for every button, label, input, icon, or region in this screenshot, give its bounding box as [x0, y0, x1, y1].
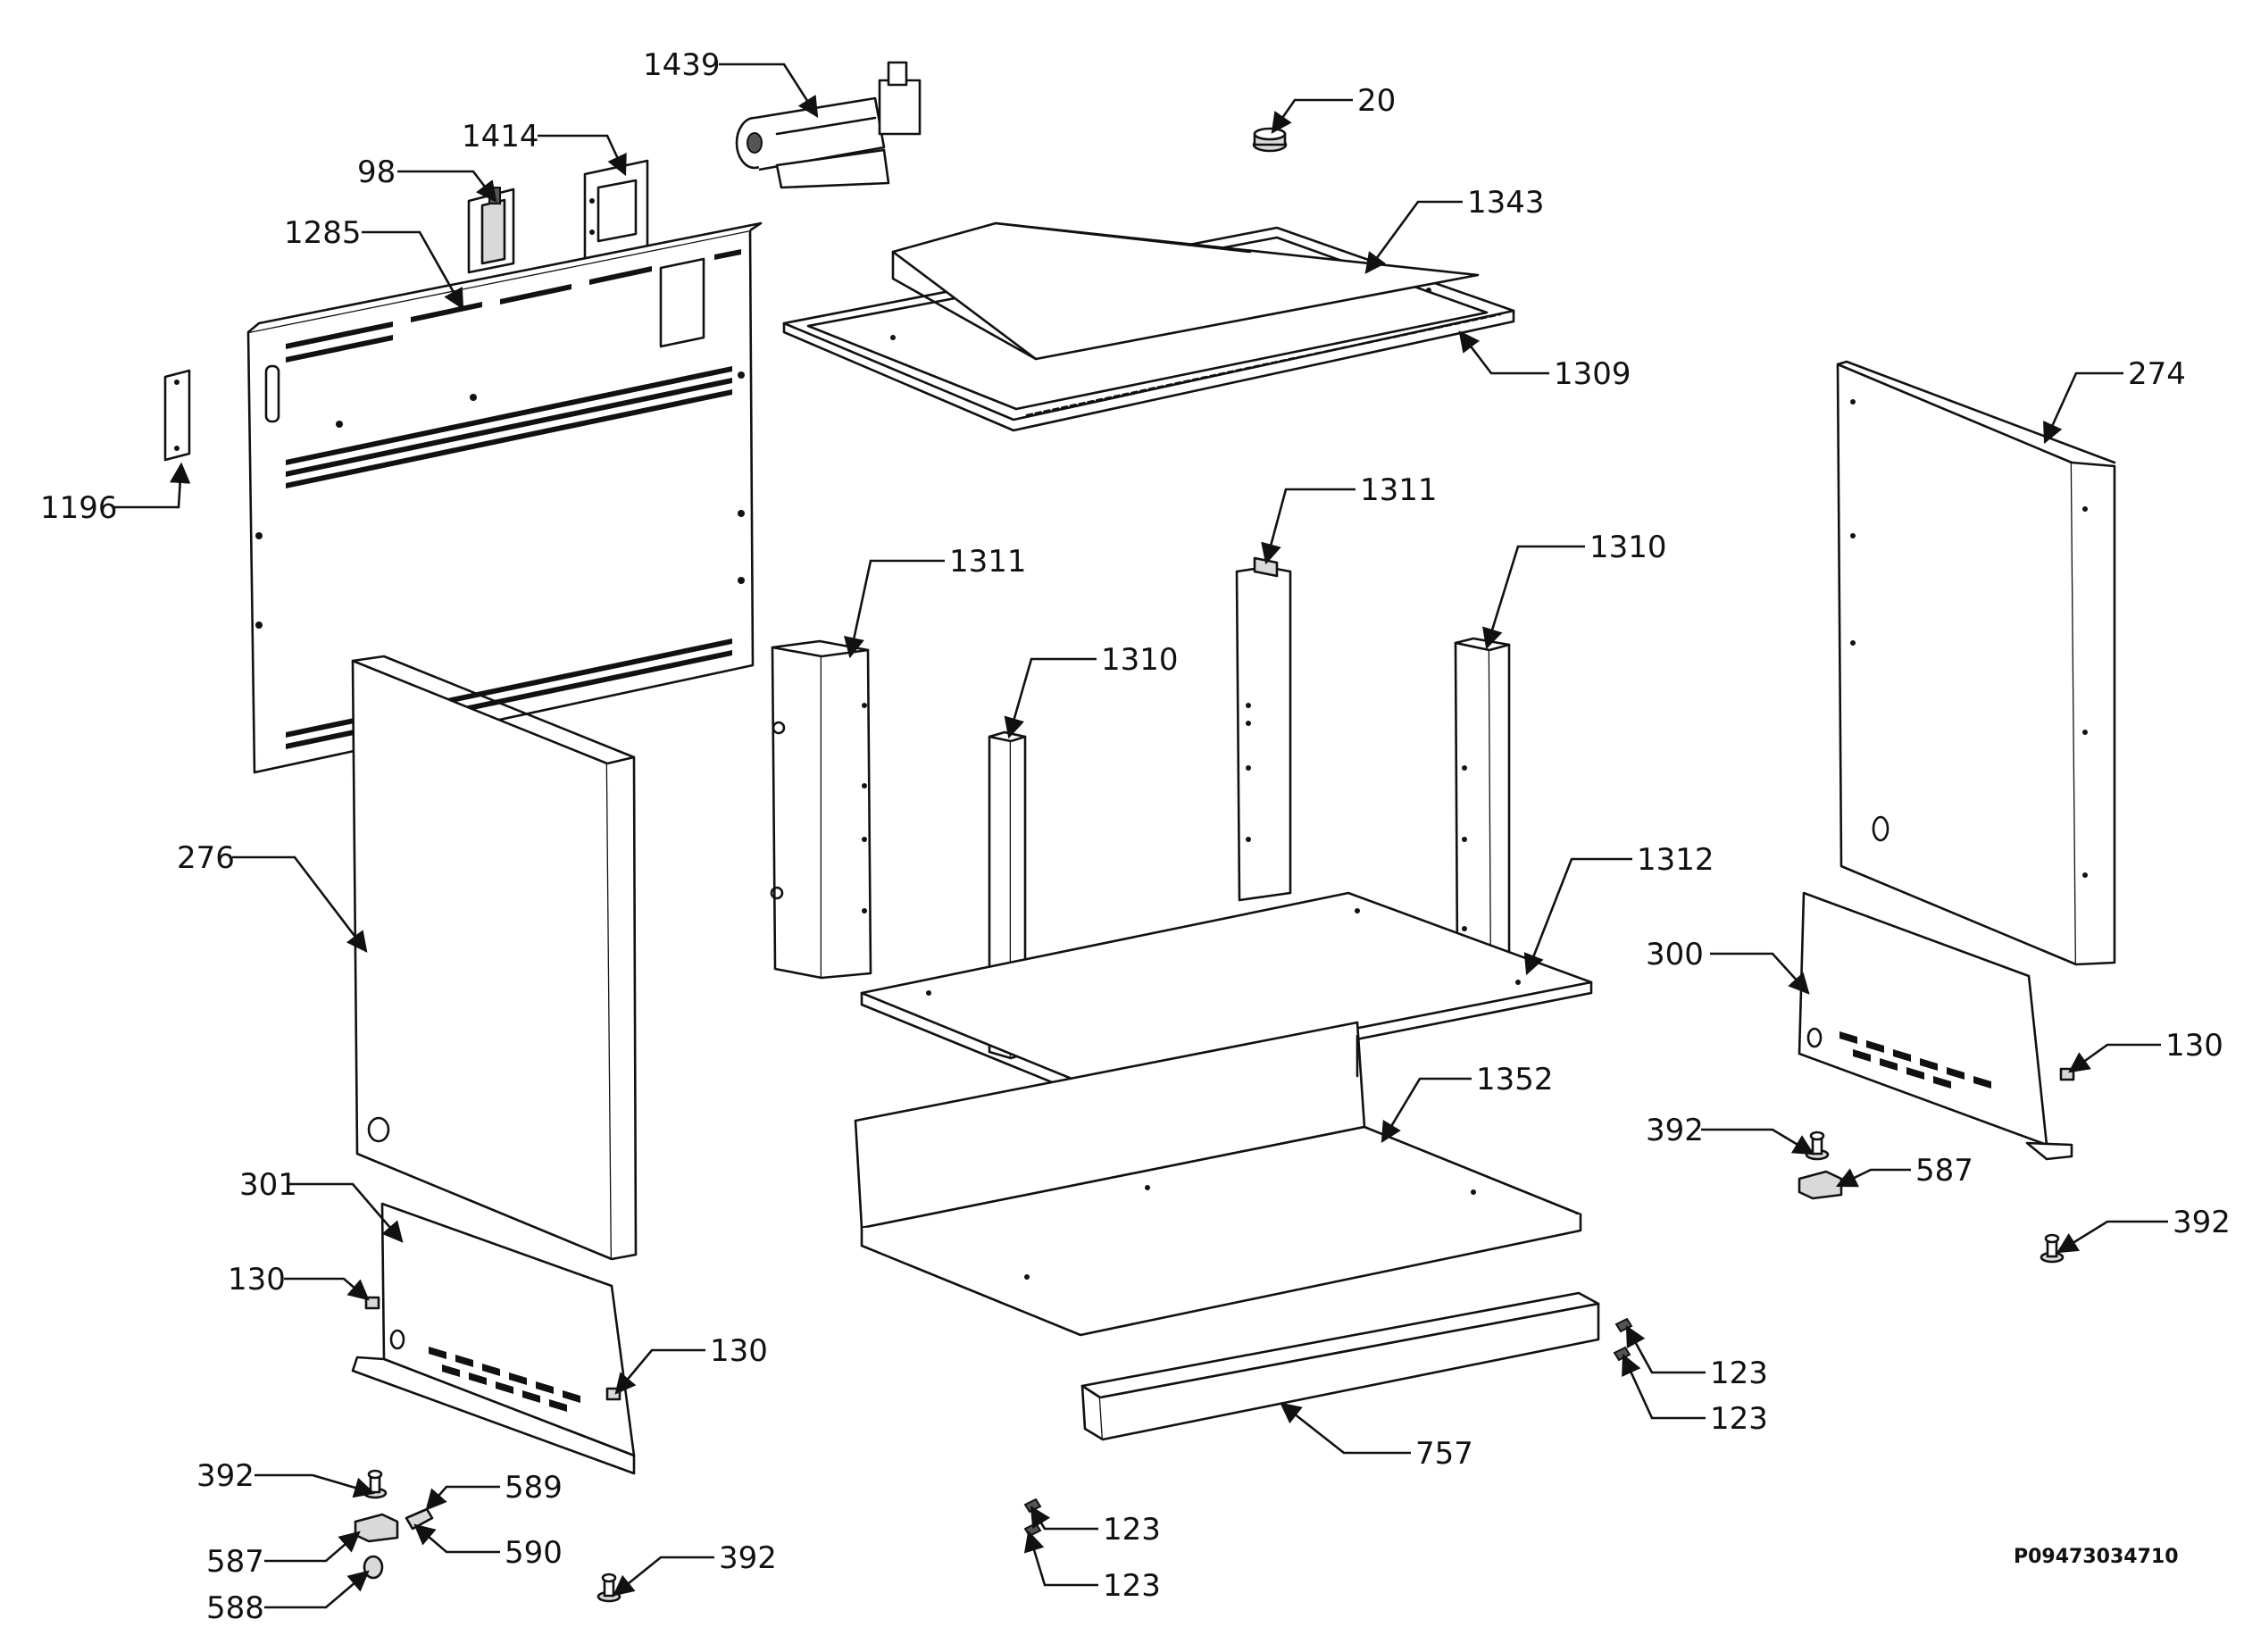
- foot-bracket-part: [354, 1513, 399, 1543]
- callout-757: 757: [1415, 1436, 1473, 1472]
- clip-part: [405, 1507, 434, 1531]
- callout-1310-a: 1310: [1101, 642, 1179, 678]
- callout-590: 590: [505, 1535, 563, 1571]
- callout-1310-b: 1310: [1589, 530, 1667, 565]
- callout-1312: 1312: [1637, 842, 1714, 878]
- callout-123-b: 123: [1710, 1401, 1768, 1437]
- callout-123-a: 123: [1710, 1356, 1768, 1391]
- callout-392-d: 392: [719, 1540, 777, 1576]
- leveling-foot-part: [1805, 1131, 1830, 1161]
- callout-1196: 1196: [40, 490, 118, 526]
- leader-lines: [113, 63, 2168, 1609]
- bracket-98-part: [467, 187, 515, 274]
- callout-392-c: 392: [196, 1458, 254, 1494]
- callout-587-a: 587: [1915, 1153, 1973, 1189]
- callout-589: 589: [505, 1470, 563, 1506]
- column-1311-right-part: [1235, 556, 1292, 902]
- lower-tray-part: [854, 1021, 1582, 1337]
- front-rail-part: [1080, 1291, 1600, 1441]
- screw-part: [1023, 1522, 1042, 1538]
- left-kick-plate-part: [351, 1202, 636, 1475]
- callout-1414: 1414: [462, 119, 539, 154]
- document-number: P09473034710: [2014, 1546, 2179, 1568]
- callout-392-a: 392: [1646, 1113, 1704, 1148]
- callout-98: 98: [357, 154, 396, 190]
- top-cover-part: [891, 221, 1480, 361]
- blower-motor-part: [735, 61, 922, 189]
- callout-300: 300: [1646, 937, 1704, 972]
- callout-123-c: 123: [1103, 1512, 1161, 1548]
- callout-130-b: 130: [228, 1262, 286, 1297]
- callout-123-d: 123: [1103, 1568, 1161, 1604]
- back-panel-part: [246, 221, 763, 774]
- mounting-plate-part: [583, 159, 649, 268]
- foot-bracket-part: [1798, 1170, 1843, 1200]
- callout-587-b: 587: [206, 1544, 264, 1580]
- callout-276: 276: [177, 840, 235, 876]
- left-column-1311-part: [770, 639, 872, 980]
- callout-392-b: 392: [2173, 1205, 2231, 1240]
- callout-1309: 1309: [1554, 356, 1631, 392]
- leveling-foot-part: [2040, 1233, 2065, 1264]
- left-side-panel-part: [351, 655, 638, 1261]
- leveling-foot-part: [596, 1573, 621, 1603]
- callout-20: 20: [1357, 83, 1396, 119]
- callout-1285: 1285: [284, 215, 362, 251]
- nut-part: [363, 1555, 384, 1580]
- small-cover-plate-part: [163, 369, 191, 462]
- callout-1311-b: 1311: [1360, 472, 1438, 508]
- callout-1352: 1352: [1476, 1062, 1554, 1097]
- foot-knob-part: [1252, 127, 1288, 153]
- right-kick-plate-part: [1798, 891, 2073, 1161]
- callout-labels: 1439 20 1414 98 1285 1343 1309 274 1196 …: [40, 47, 2231, 1626]
- leveling-foot-part: [363, 1469, 388, 1499]
- callout-1343: 1343: [1467, 185, 1545, 221]
- callout-1439: 1439: [643, 47, 721, 83]
- callout-588: 588: [206, 1590, 264, 1626]
- callout-1311-a: 1311: [949, 544, 1027, 580]
- right-side-panel-part: [1836, 360, 2116, 966]
- callout-130-a: 130: [2165, 1028, 2223, 1064]
- screw-part: [1613, 1346, 1631, 1362]
- callout-130-c: 130: [710, 1333, 768, 1369]
- callout-274: 274: [2128, 356, 2186, 392]
- callout-301: 301: [239, 1167, 297, 1203]
- column-1310-right-part: [1454, 637, 1511, 968]
